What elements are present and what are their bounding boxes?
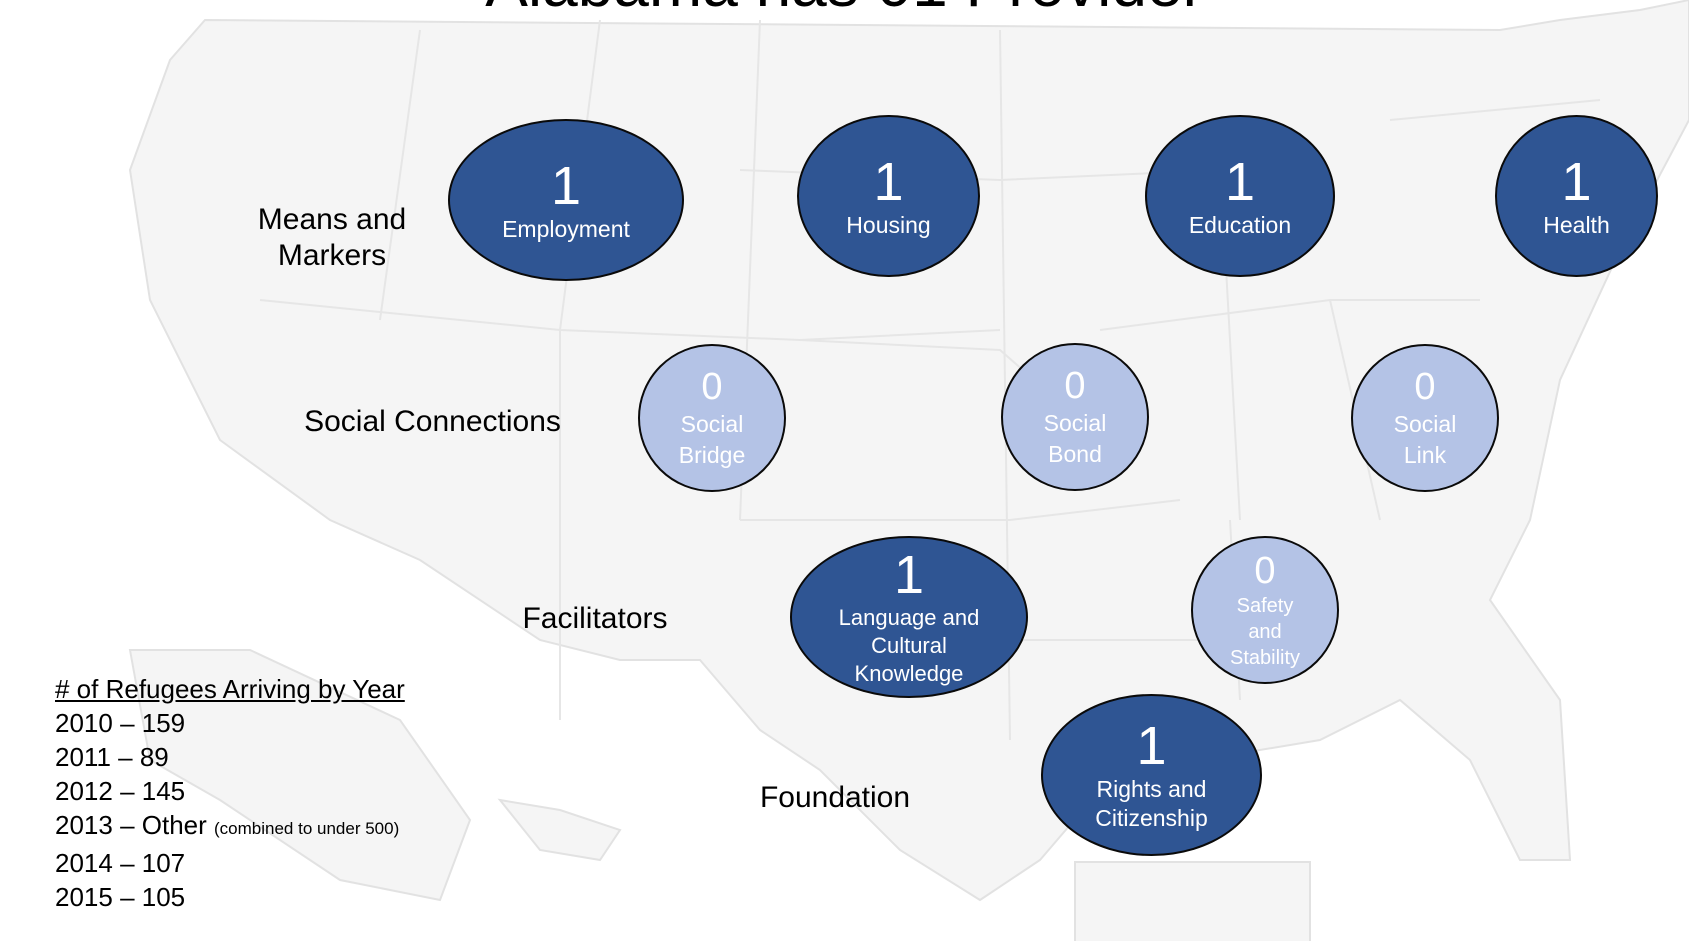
housing-label: Housing xyxy=(846,211,931,238)
language-count: 1 xyxy=(893,545,925,605)
rights-count: 1 xyxy=(1136,716,1167,776)
legend-entry: 2013 – Other (combined to under 500) xyxy=(55,810,400,840)
page-title: Alabama has 01 Provider xyxy=(0,0,1689,24)
health-label: Health xyxy=(1543,211,1610,238)
node-health: 1 Health xyxy=(1495,115,1658,277)
employment-label: Employment xyxy=(502,215,630,242)
rights-label: Rights and Citizenship xyxy=(1095,776,1208,831)
legend-entry: 2015 – 105 xyxy=(55,882,186,912)
node-safety-stability: 0 Safety and Stability xyxy=(1191,536,1339,684)
social-link-count: 0 xyxy=(1414,366,1436,408)
social-bond-label: Social Bond xyxy=(1043,410,1107,467)
education-label: Education xyxy=(1188,211,1292,238)
social-link-label: Social Link xyxy=(1393,411,1457,468)
node-education: 1 Education xyxy=(1145,115,1335,277)
health-count: 1 xyxy=(1561,151,1592,212)
node-social-link: 0 Social Link xyxy=(1351,344,1499,492)
legend-entry: 2014 – 107 xyxy=(55,848,186,878)
row-label-social-connections: Social Connections xyxy=(304,405,561,438)
social-bridge-label: Social Bridge xyxy=(678,411,746,468)
node-housing: 1 Housing xyxy=(797,115,980,277)
housing-count: 1 xyxy=(873,151,904,212)
node-rights-citizenship: 1 Rights and Citizenship xyxy=(1041,694,1262,856)
node-social-bridge: 0 Social Bridge xyxy=(638,344,786,492)
education-count: 1 xyxy=(1224,151,1256,212)
employment-count: 1 xyxy=(550,155,582,216)
node-employment: 1 Employment xyxy=(448,119,684,281)
safety-label: Safety and Stability xyxy=(1229,595,1301,669)
node-social-bond: 0 Social Bond xyxy=(1001,343,1149,491)
legend-entry: 2011 – 89 xyxy=(55,742,169,772)
row-label-means-and-markers: Means and Markers xyxy=(257,203,407,272)
legend-note: (combined to under 500) xyxy=(214,819,400,838)
language-label: Language and Cultural Knowledge xyxy=(838,605,980,686)
refugee-legend: # of Refugees Arriving by Year 2010 – 15… xyxy=(55,672,405,914)
safety-count: 0 xyxy=(1254,550,1276,592)
legend-heading: # of Refugees Arriving by Year xyxy=(55,674,405,704)
legend-entry: 2010 – 159 xyxy=(55,708,186,738)
legend-entry: 2012 – 145 xyxy=(55,776,186,806)
social-bridge-count: 0 xyxy=(701,366,723,408)
node-language-cultural-knowledge: 1 Language and Cultural Knowledge xyxy=(790,536,1028,698)
social-bond-count: 0 xyxy=(1064,365,1086,407)
row-label-foundation: Foundation xyxy=(759,781,911,814)
row-label-facilitators: Facilitators xyxy=(522,602,668,635)
